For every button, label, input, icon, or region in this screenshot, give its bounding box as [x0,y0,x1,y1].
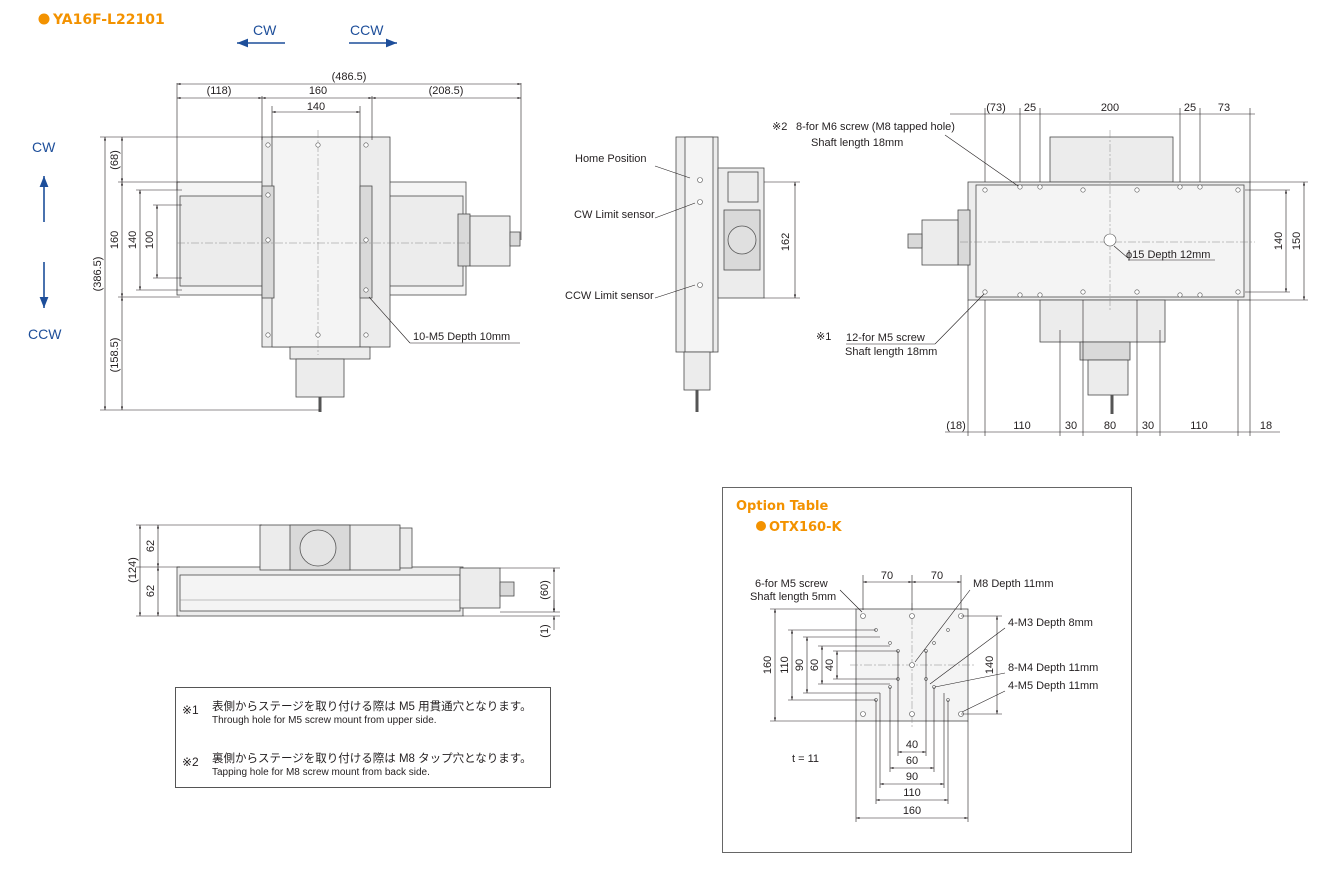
dim-o-110h: 110 [903,787,921,799]
ccw-label-top: CCW [350,22,384,38]
dim-b-25l: 25 [1024,102,1036,114]
note-2-jp: 裏側からステージを取り付ける際は M8 タップ穴となります。 [212,753,532,765]
dim-left: (118) [207,85,232,97]
note1-mark: ※1 [816,331,831,343]
dim-o-160h: 160 [903,805,921,817]
option-model: OTX160-K [769,520,842,535]
note1-line1: 12-for M5 screw [846,332,925,344]
screw-label: 6-for M5 screw [755,578,828,590]
dim-overall: (486.5) [332,71,367,83]
dim-v-140: 140 [127,231,139,249]
m3-label: 4-M3 Depth 8mm [1008,617,1093,629]
dim-v-100: 100 [144,231,156,249]
note-2-en: Tapping hole for M8 screw mount from bac… [212,767,430,778]
dim-o-140v: 140 [984,656,996,674]
m5-label: 4-M5 Depth 11mm [1008,680,1098,692]
hole-label: ϕ15 Depth 12mm [1126,249,1210,261]
option-bullet-icon [756,521,766,531]
cw-label-top: CW [253,22,277,38]
dim-b-150: 150 [1291,232,1303,250]
note2-mark: ※2 [772,121,787,133]
dim-b-73r: 73 [1218,102,1230,114]
dim-o-70a: 70 [881,570,893,582]
dim-o-60h: 60 [906,755,918,767]
note-2-mark: ※2 [182,755,199,769]
dim-o-90h: 90 [906,771,918,783]
dim-o-40v: 40 [824,659,836,671]
model-title: YA16F-L22101 [52,12,165,28]
screw-sub: Shaft length 5mm [750,591,836,603]
cw-limit-label: CW Limit sensor [574,209,655,221]
dim-bb-18l: (18) [946,420,966,432]
bottom-view [907,130,1255,414]
ccw-limit-label: CCW Limit sensor [565,290,654,302]
dim-v-68: (68) [109,150,121,170]
note2-line1: 8-for M6 screw (M8 tapped hole) [796,121,955,133]
note1-line2: Shaft length 18mm [845,346,937,358]
dim-bb-18r: 18 [1260,420,1272,432]
m8-label: M8 Depth 11mm [973,578,1054,590]
dim-bb-110l: 110 [1013,420,1031,432]
dim-v-158: (158.5) [109,338,121,373]
dim-bb-30l: 30 [1065,420,1077,432]
top-view [176,130,521,412]
option-heading: Option Table [736,499,828,514]
tap-label: 10-M5 Depth 10mm [413,331,510,343]
dim-center: 160 [309,85,327,97]
note-1-mark: ※1 [182,703,199,717]
dim-f-60: (60) [539,580,551,600]
dim-bb-30r: 30 [1142,420,1154,432]
m4-label: 8-M4 Depth 11mm [1008,662,1098,674]
thickness-label: t = 11 [792,753,819,765]
dim-b-200: 200 [1101,102,1119,114]
dim-f-62a: 62 [145,540,157,552]
dim-b-73l: (73) [986,102,1006,114]
note2-line2: Shaft length 18mm [811,137,903,149]
dim-right: (208.5) [429,85,464,97]
dim-f-1: (1) [539,624,551,637]
title-bullet-icon [38,13,50,25]
dim-v-160: 160 [109,231,121,249]
dim-table: 140 [307,101,325,113]
dim-f-62b: 62 [145,585,157,597]
cw-label-left: CW [32,139,56,155]
dim-bb-80: 80 [1104,420,1116,432]
side-view [675,136,765,412]
note-1-jp: 表側からステージを取り付ける際は M5 用貫通穴となります。 [212,701,532,713]
dim-b-25r: 25 [1184,102,1196,114]
dim-o-160v: 160 [762,656,774,674]
dim-b-140: 140 [1273,232,1285,250]
dim-side-162: 162 [780,233,792,251]
dim-o-110v: 110 [779,656,791,674]
dim-o-40h: 40 [906,739,918,751]
dim-o-70b: 70 [931,570,943,582]
dim-bb-110r: 110 [1190,420,1208,432]
home-position-label: Home Position [575,153,647,165]
front-view [176,524,515,617]
notes-box: ※1 表側からステージを取り付ける際は M5 用貫通穴となります。 Throug… [175,687,551,788]
dim-o-90v: 90 [794,659,806,671]
dim-v-386: (386.5) [92,257,104,292]
dim-f-124: (124) [127,557,139,583]
dim-o-60v: 60 [809,659,821,671]
option-table-box [722,487,1132,853]
note-1-en: Through hole for M5 screw mount from upp… [212,715,437,726]
ccw-label-left: CCW [28,326,62,342]
